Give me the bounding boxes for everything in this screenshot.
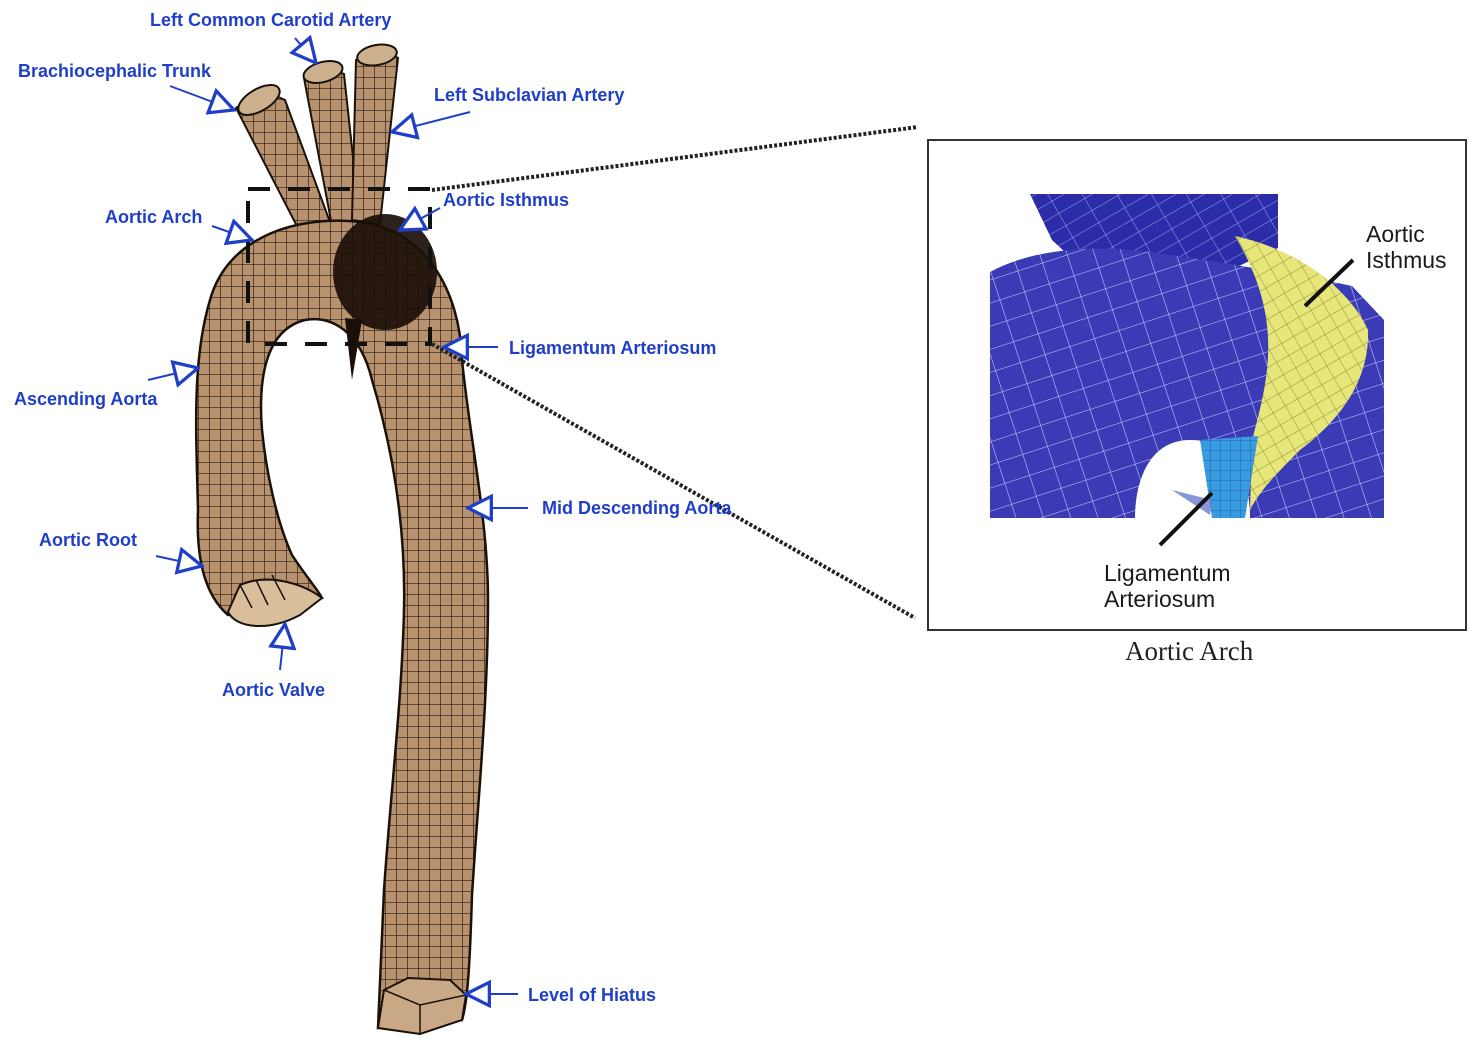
inset-isthmus-line2: Isthmus xyxy=(1366,247,1447,273)
label-aortic-root: Aortic Root xyxy=(39,531,137,549)
zoom-connector-top xyxy=(432,127,918,190)
aorta-outline xyxy=(196,221,488,1028)
left-subclavian-vessel xyxy=(352,46,398,224)
label-mid-descending-aorta: Mid Descending Aorta xyxy=(542,499,731,517)
label-ligamentum-arteriosum: Ligamentum Arteriosum xyxy=(509,339,716,357)
aorta-body xyxy=(196,214,488,1034)
label-aortic-arch: Aortic Arch xyxy=(105,208,202,226)
branch-arteries xyxy=(234,42,399,232)
inset-panel xyxy=(928,140,1466,630)
inset-label-ligamentum: Ligamentum Arteriosum xyxy=(1104,560,1231,613)
label-left-common-carotid: Left Common Carotid Artery xyxy=(150,11,391,29)
label-level-of-hiatus: Level of Hiatus xyxy=(528,986,656,1004)
arch-shadow xyxy=(333,214,437,330)
inset-label-aortic-isthmus: Aortic Isthmus xyxy=(1366,221,1447,274)
label-ascending-aorta: Ascending Aorta xyxy=(14,390,157,408)
inset-isthmus-line1: Aortic xyxy=(1366,221,1447,247)
inset-caption: Aortic Arch xyxy=(1125,636,1253,667)
hiatus-opening xyxy=(378,978,466,1034)
inset-ligamentum-line2: Arteriosum xyxy=(1104,586,1231,612)
label-aortic-valve: Aortic Valve xyxy=(222,681,325,699)
inset-ligamentum-line1: Ligamentum xyxy=(1104,560,1231,586)
zoom-connector-bottom xyxy=(432,344,915,618)
label-left-subclavian: Left Subclavian Artery xyxy=(434,86,624,104)
label-brachiocephalic-trunk: Brachiocephalic Trunk xyxy=(18,62,211,80)
label-aortic-isthmus: Aortic Isthmus xyxy=(443,191,569,209)
